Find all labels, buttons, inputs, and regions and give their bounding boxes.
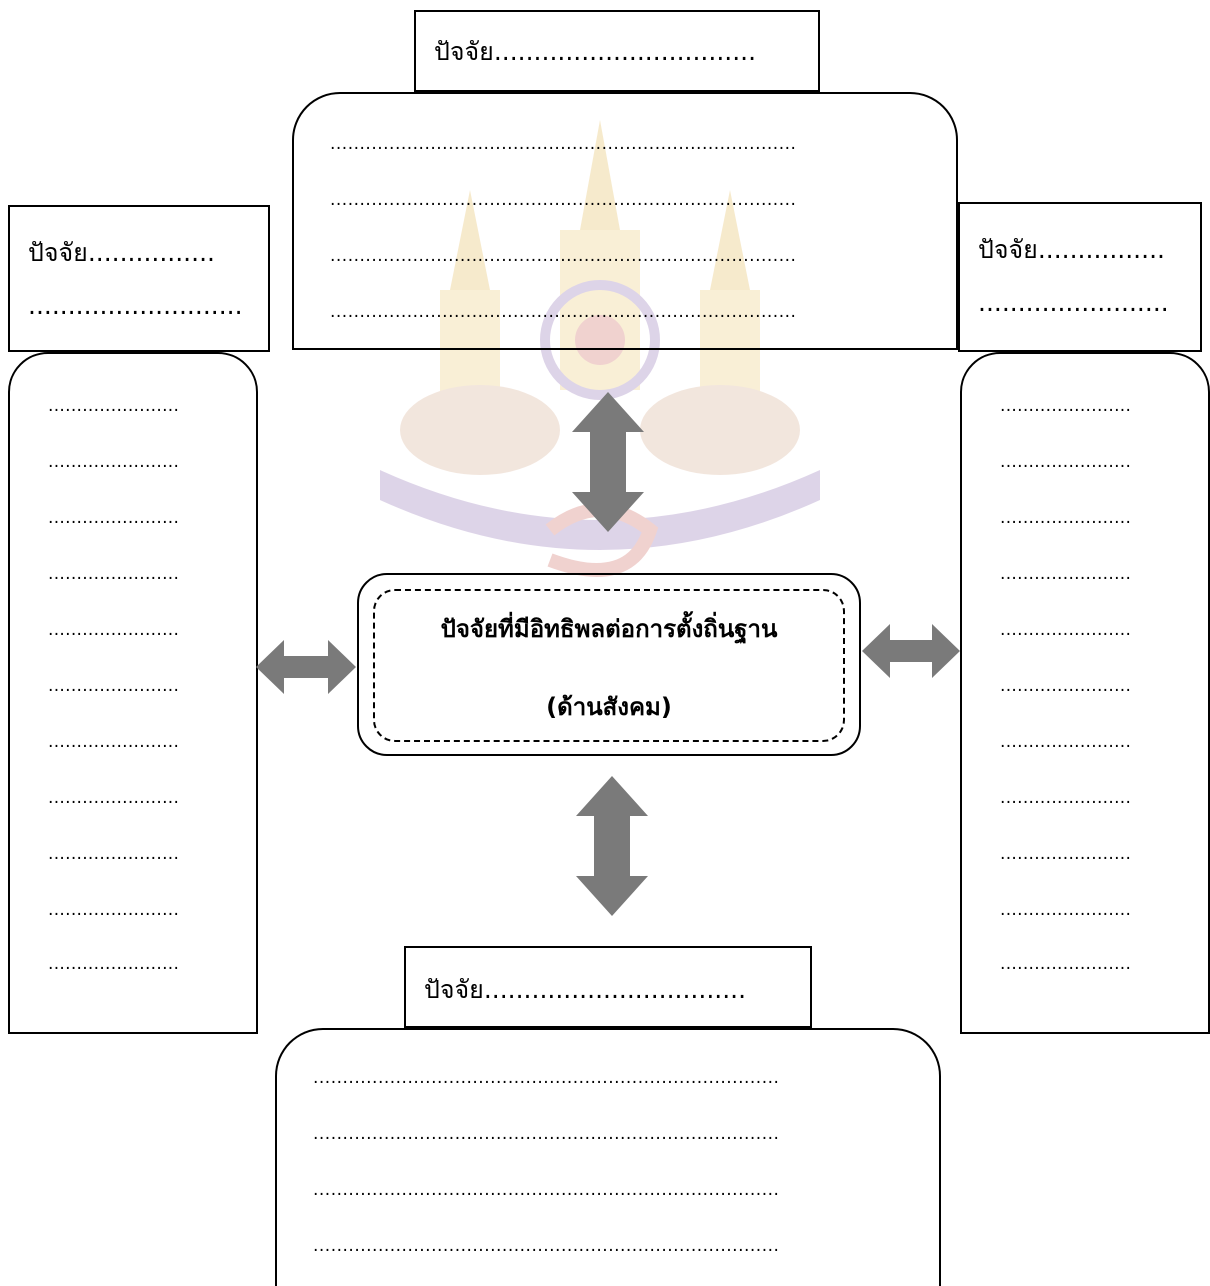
top-dotted-line: ........................................… xyxy=(330,302,797,322)
arrow-top-vertical xyxy=(572,392,644,532)
left-dotted-line: ....................... xyxy=(48,900,180,920)
center-topic-inner-frame xyxy=(373,589,845,742)
right-dotted-line: ....................... xyxy=(1000,732,1132,752)
arrow-bottom-vertical xyxy=(576,776,648,916)
top-factor-label-box: ปัจจัย................................. xyxy=(414,10,820,92)
bottom-dotted-line: ........................................… xyxy=(313,1180,780,1200)
right-dotted-line: ....................... xyxy=(1000,564,1132,584)
right-factor-label-box: ปัจจัย................ .................… xyxy=(958,202,1202,352)
right-factor-label: ปัจจัย................ xyxy=(978,235,1165,264)
right-factor-box: ....................... ................… xyxy=(960,352,1210,1034)
right-factor-label-continued: ........................ xyxy=(978,288,1169,317)
top-dotted-line: ........................................… xyxy=(330,134,797,154)
bottom-dotted-line: ........................................… xyxy=(313,1124,780,1144)
left-dotted-line: ....................... xyxy=(48,954,180,974)
right-dotted-line: ....................... xyxy=(1000,396,1132,416)
bottom-dotted-line: ........................................… xyxy=(313,1068,780,1088)
left-factor-box: ....................... ................… xyxy=(8,352,258,1034)
top-dotted-line: ........................................… xyxy=(330,190,797,210)
left-dotted-line: ....................... xyxy=(48,564,180,584)
right-dotted-line: ....................... xyxy=(1000,900,1132,920)
arrow-left-horizontal xyxy=(256,640,356,694)
right-dotted-line: ....................... xyxy=(1000,508,1132,528)
center-topic-box: ปัจจัยที่มีอิทธิพลต่อการตั้งถิ่นฐาน (ด้า… xyxy=(357,573,861,756)
arrow-right-horizontal xyxy=(862,624,960,678)
left-dotted-line: ....................... xyxy=(48,844,180,864)
left-dotted-line: ....................... xyxy=(48,788,180,808)
bottom-dotted-line: ........................................… xyxy=(313,1236,780,1256)
left-factor-label-box: ปัจจัย................ .................… xyxy=(8,205,270,352)
bottom-factor-label: ปัจจัย................................. xyxy=(424,975,747,1004)
center-topic-subtitle: (ด้านสังคม) xyxy=(546,693,672,721)
top-factor-box: ........................................… xyxy=(292,92,958,350)
right-dotted-line: ....................... xyxy=(1000,620,1132,640)
top-factor-label: ปัจจัย................................. xyxy=(434,37,757,66)
right-dotted-line: ....................... xyxy=(1000,676,1132,696)
right-dotted-line: ....................... xyxy=(1000,452,1132,472)
center-topic-title: ปัจจัยที่มีอิทธิพลต่อการตั้งถิ่นฐาน xyxy=(440,615,778,643)
top-dotted-line: ........................................… xyxy=(330,246,797,266)
right-dotted-line: ....................... xyxy=(1000,788,1132,808)
left-dotted-line: ....................... xyxy=(48,396,180,416)
left-dotted-line: ....................... xyxy=(48,508,180,528)
left-dotted-line: ....................... xyxy=(48,620,180,640)
bottom-factor-label-box: ปัจจัย................................. xyxy=(404,946,812,1028)
left-factor-label: ปัจจัย................ xyxy=(28,238,215,267)
left-dotted-line: ....................... xyxy=(48,732,180,752)
right-dotted-line: ....................... xyxy=(1000,844,1132,864)
left-dotted-line: ....................... xyxy=(48,452,180,472)
right-dotted-line: ....................... xyxy=(1000,954,1132,974)
emblem-graphic xyxy=(380,120,820,577)
watermark-emblem xyxy=(320,110,880,710)
left-dotted-line: ....................... xyxy=(48,676,180,696)
bottom-factor-box: ........................................… xyxy=(275,1028,941,1286)
left-factor-label-continued: ........................... xyxy=(28,291,243,320)
